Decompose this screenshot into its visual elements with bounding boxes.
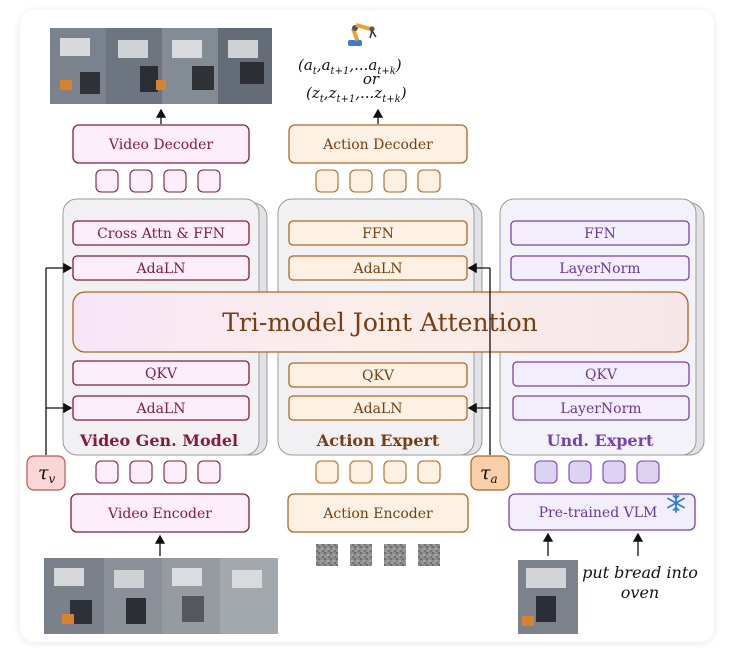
- instruction-line-2: oven: [621, 583, 659, 602]
- action-output-tuples: (at,at+1,...at+k) or (zt,zt+1,...zt+k): [298, 56, 407, 105]
- action-noise-tokens: [316, 544, 440, 566]
- action-qkv-label: QKV: [362, 368, 395, 384]
- snowflake-icon: [667, 493, 685, 513]
- action-adaln-bottom-label: AdaLN: [353, 401, 403, 417]
- tau-v-conditioning: [45, 262, 73, 455]
- language-instruction: put bread into oven: [582, 563, 698, 602]
- pretrained-vlm: Pre-trained VLM: [508, 493, 696, 531]
- action-decoder: Action Decoder: [288, 124, 468, 164]
- output-action-seq: (at,at+1,...at+k): [298, 56, 402, 77]
- und-layernorm-bottom-label: LayerNorm: [560, 401, 641, 417]
- video-cross-attn-label: Cross Attn & FFN: [97, 226, 225, 242]
- und-expert-title: Und. Expert: [547, 431, 654, 450]
- video-encoder-tokens: [95, 460, 221, 484]
- tau-v-symbol: τ: [38, 462, 49, 484]
- action-adaln-top-label: AdaLN: [353, 261, 403, 277]
- video-decoder: Video Decoder: [72, 124, 250, 164]
- tau-a-subscript: a: [491, 472, 498, 486]
- action-encoder: Action Encoder: [287, 493, 469, 533]
- action-decoder-label: Action Decoder: [322, 137, 433, 153]
- action-encoder-tokens: [315, 460, 441, 484]
- tau-a-symbol: τ: [480, 462, 491, 484]
- video-model-title: Video Gen. Model: [79, 431, 238, 450]
- video-adaln-top-label: AdaLN: [136, 261, 186, 277]
- action-ffn-label: FFN: [362, 226, 394, 242]
- action-expert-title: Action Expert: [316, 431, 440, 450]
- pretrained-vlm-label: Pre-trained VLM: [539, 505, 658, 521]
- action-encoder-label: Action Encoder: [322, 506, 433, 522]
- video-qkv-label: QKV: [145, 366, 178, 382]
- video-decoder-label: Video Decoder: [108, 137, 213, 153]
- video-encoder-label: Video Encoder: [107, 506, 212, 522]
- tau-v-subscript: v: [49, 472, 56, 486]
- joint-attention-bar: Tri-model Joint Attention: [72, 291, 689, 353]
- generated-video-frames: [50, 28, 272, 104]
- joint-attention-label: Tri-model Joint Attention: [222, 308, 538, 337]
- video-encoder: Video Encoder: [70, 493, 250, 533]
- video-decoder-tokens: [95, 169, 221, 193]
- video-adaln-bottom-label: AdaLN: [136, 401, 186, 417]
- vlm-observation-image: [518, 560, 578, 634]
- tau-a-badge: τa: [470, 455, 510, 491]
- und-blocks: FFN LayerNorm QKV LayerNorm Und. Expert: [510, 220, 690, 450]
- tau-a-conditioning: [467, 262, 491, 455]
- input-video-frames: [44, 558, 278, 634]
- instruction-line-1: put bread into: [582, 563, 698, 582]
- output-or-label: or: [363, 70, 380, 88]
- und-qkv-label: QKV: [585, 367, 618, 383]
- tau-v-badge: τv: [26, 455, 66, 491]
- und-tokens: [534, 460, 660, 484]
- video-blocks: Cross Attn & FFN AdaLN QKV AdaLN Video G…: [72, 220, 250, 450]
- und-layernorm-top-label: LayerNorm: [559, 261, 640, 277]
- svg-text:τa: τa: [480, 462, 498, 486]
- action-decoder-tokens: [315, 169, 441, 193]
- svg-text:τv: τv: [38, 462, 56, 486]
- action-blocks: FFN AdaLN QKV AdaLN Action Expert: [288, 220, 468, 450]
- input-arrows: [154, 532, 644, 556]
- output-latent-seq: (zt,zt+1,...zt+k): [306, 84, 407, 105]
- decoder-output-arrows: [155, 108, 384, 124]
- und-ffn-label: FFN: [584, 226, 616, 242]
- robot-arm-icon: [348, 23, 377, 46]
